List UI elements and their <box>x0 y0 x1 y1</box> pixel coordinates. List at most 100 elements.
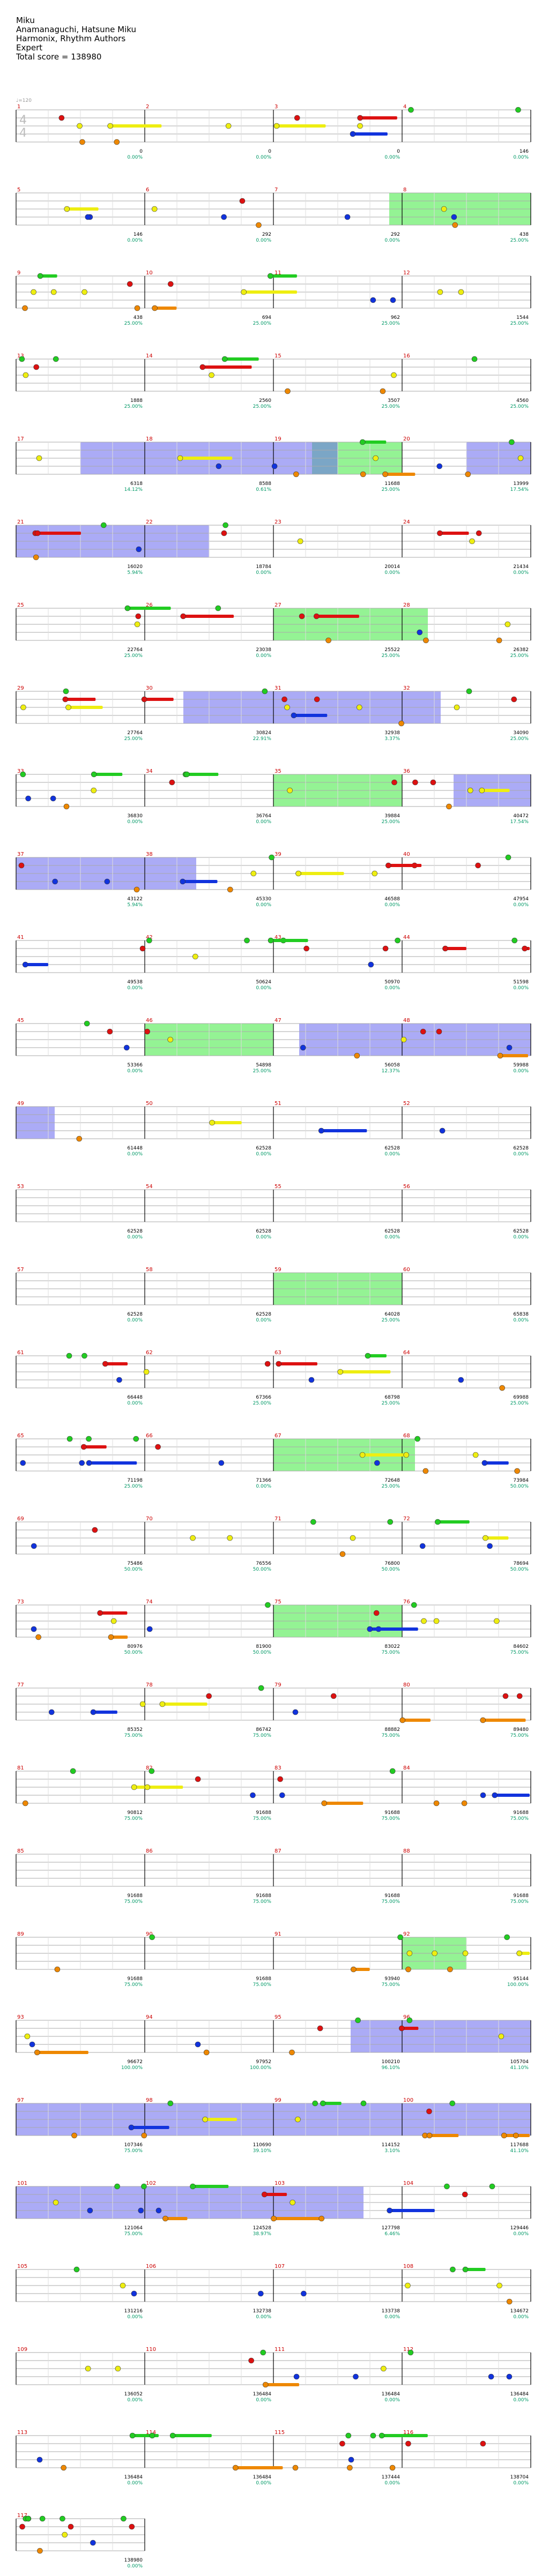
measure-number: 106 <box>146 2264 156 2269</box>
note-gem <box>506 2298 513 2305</box>
note-gem <box>19 356 25 362</box>
measure-number: 76 <box>403 1599 410 1605</box>
note-gem <box>114 139 120 145</box>
note-gem <box>522 945 528 952</box>
measure-number: 92 <box>403 1931 410 1937</box>
measure-number: 28 <box>403 602 410 608</box>
measure-percent: 50.00% <box>253 1650 272 1655</box>
sustain-tail <box>105 1362 128 1365</box>
measure-percent: 3.10% <box>384 2148 400 2154</box>
note-gem <box>34 2049 40 2056</box>
time-signature-bottom: 4 <box>19 126 27 140</box>
measure-score: 83022 <box>384 1644 400 1649</box>
note-gem <box>303 945 309 952</box>
note-gem <box>258 1685 264 1691</box>
measure-number: 79 <box>274 1682 281 1688</box>
measure-percent: 0.00% <box>127 1318 143 1323</box>
sustain-tail <box>180 457 233 460</box>
measure-percent: 0.00% <box>127 2564 143 2569</box>
note-gem <box>433 1618 440 1624</box>
note-gem <box>432 1950 437 1957</box>
measure-percent: 6.46% <box>384 2231 400 2237</box>
measure-percent: 41.10% <box>510 2065 529 2071</box>
note-gem <box>271 2215 277 2222</box>
note-gem <box>248 2357 254 2364</box>
measure-score: 138980 <box>124 2558 143 2563</box>
chart-row: 738097650.00%748190050.00%758302275.00%7… <box>16 1599 531 1655</box>
measure-score: 73984 <box>513 1478 529 1483</box>
measure-percent: 0.00% <box>513 985 529 991</box>
note-gem <box>22 961 28 968</box>
note-gem <box>155 2207 162 2214</box>
note-gem <box>451 214 457 220</box>
measure-score: 8588 <box>259 481 271 487</box>
note-gem <box>262 688 268 695</box>
note-gem <box>268 273 273 279</box>
chart-row: 9710734675.00%9811069039.10%991141523.10… <box>16 2097 531 2154</box>
note-gem <box>91 771 97 778</box>
sustain-tail <box>316 615 359 618</box>
measure-score: 75486 <box>127 1561 143 1566</box>
note-gem <box>25 2515 31 2522</box>
measure-number: 45 <box>17 1018 24 1024</box>
note-gem <box>31 1626 37 1632</box>
measure-number: 44 <box>403 935 410 940</box>
note-gem <box>367 1626 373 1632</box>
note-gem <box>225 123 232 129</box>
measure-number: 61 <box>17 1350 24 1356</box>
note-gem <box>180 878 186 885</box>
measure-number: 96 <box>403 2014 410 2020</box>
measure-score: 91688 <box>513 1810 529 1816</box>
note-gem <box>462 2191 468 2198</box>
measure-number: 87 <box>274 1848 281 1854</box>
measure-percent: 0.00% <box>127 155 143 160</box>
measure-number: 90 <box>146 1931 153 1937</box>
measure-number: 10 <box>146 270 153 276</box>
chart-row: 1051312160.00%1061327380.00%1071337380.0… <box>16 2264 531 2320</box>
measure-score: 694 <box>262 315 271 320</box>
note-gem <box>479 787 485 794</box>
measure-percent: 75.00% <box>124 1982 143 1988</box>
note-gem <box>79 1460 85 1466</box>
measure-number: 78 <box>146 1682 153 1688</box>
note-gem <box>250 870 257 877</box>
measure-score: 50624 <box>256 980 271 985</box>
measure-percent: 0.61% <box>256 487 271 492</box>
sustain-tail <box>352 132 388 136</box>
measure-number: 49 <box>17 1101 24 1107</box>
note-gem <box>368 961 374 968</box>
measure-score: 18784 <box>256 564 271 570</box>
note-gem <box>136 546 142 552</box>
note-gem <box>121 2515 127 2522</box>
measure-percent: 75.00% <box>124 1733 143 1738</box>
measure-percent: 0.00% <box>256 653 271 659</box>
note-gem <box>133 1436 139 1442</box>
measure-percent: 0.00% <box>384 2398 400 2403</box>
measure-score: 91688 <box>256 1810 271 1816</box>
measure-percent: 0.00% <box>384 155 400 160</box>
measure-score: 95144 <box>513 1976 529 1982</box>
measure-percent: 0.00% <box>127 1152 143 1157</box>
measure-percent: 0.00% <box>127 2314 143 2320</box>
measure-score: 124528 <box>253 2226 272 2231</box>
chart-row: 45533660.00%465489825.00%475605812.37%48… <box>16 1018 531 1074</box>
measure-percent: 75.00% <box>382 1733 400 1738</box>
note-gem <box>414 1436 420 1442</box>
note-gem <box>250 1792 256 1798</box>
note-gem <box>395 937 400 944</box>
sustain-tail <box>212 1121 242 1124</box>
measure-score: 13999 <box>513 481 529 487</box>
measure-score: 100210 <box>382 2059 400 2065</box>
note-gem <box>497 1052 503 1059</box>
measure-number: 27 <box>274 602 281 608</box>
note-gem <box>442 945 448 952</box>
note-gem <box>317 2025 323 2032</box>
song-title: Miku <box>16 16 35 25</box>
note-gem <box>31 1543 37 1549</box>
measure-number: 21 <box>17 519 24 525</box>
measure-number: 54 <box>146 1184 153 1190</box>
measure-percent: 0.00% <box>127 985 143 991</box>
note-gem <box>22 305 28 311</box>
chart-row: 10112106475.00%10212452838.97%1031277986… <box>16 2181 531 2237</box>
